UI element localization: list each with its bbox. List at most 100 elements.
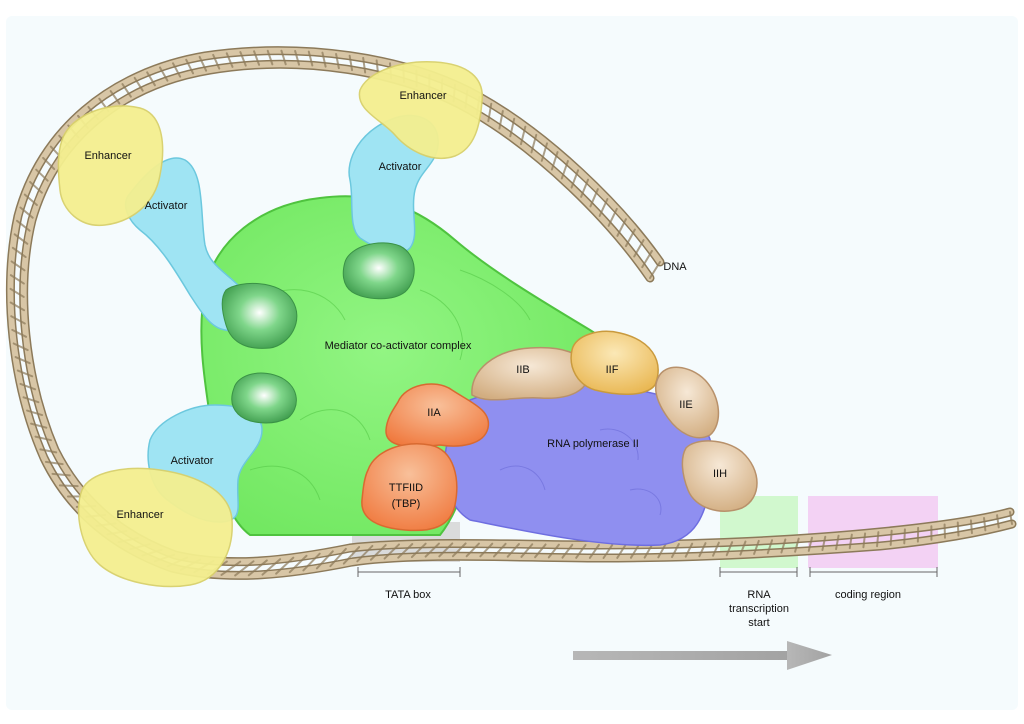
dna-rung	[807, 536, 813, 552]
binding-pocket-bottom	[231, 372, 297, 424]
dna-rung	[9, 301, 26, 312]
dna-rung	[835, 534, 840, 551]
enhancer-top	[358, 61, 484, 160]
dna-rung	[39, 448, 58, 454]
mediator-label: Mediator co-activator complex	[325, 340, 472, 352]
dna-rung	[996, 514, 1000, 529]
dna-rung	[9, 274, 25, 285]
dna-rung	[13, 233, 29, 245]
binding-pocket-left	[221, 282, 298, 349]
tata-box-bracket	[357, 567, 461, 577]
dna-rung	[616, 543, 627, 559]
enhancer-top-left-label: Enhancer	[84, 150, 131, 162]
dna-label: DNA	[663, 261, 687, 273]
dna-rung	[42, 156, 56, 171]
coding-region-bracket	[809, 567, 938, 577]
dna-rung	[410, 542, 427, 559]
dna-rung	[220, 560, 242, 576]
dna-rung	[280, 49, 287, 66]
dna-rung	[253, 50, 261, 66]
iih-factor	[681, 440, 758, 512]
dna-rung	[530, 133, 538, 154]
dna-rung	[234, 560, 255, 577]
dna-rung	[780, 538, 787, 554]
dna-rung	[348, 54, 354, 72]
dna-rung	[58, 484, 79, 488]
dna-rung	[383, 543, 401, 560]
dna-rung	[329, 547, 347, 568]
dna-rung	[294, 49, 301, 66]
dna-rung	[602, 543, 614, 559]
dna-rung	[109, 90, 121, 105]
dna-rung	[307, 50, 314, 67]
dna-rung	[19, 382, 37, 391]
dna-rung	[335, 52, 340, 70]
enhancer-top-left	[57, 105, 164, 226]
ttfiid-label-line1: TTFIID	[389, 482, 423, 494]
dna-rung	[9, 287, 25, 298]
dna-rung	[10, 260, 26, 272]
dna-rung	[266, 49, 274, 66]
dna-rung	[560, 160, 569, 180]
dna-rung	[14, 356, 31, 365]
dna-rung	[657, 543, 667, 559]
dna-rung	[288, 554, 308, 574]
rna-start-label-line3: start	[748, 617, 769, 629]
dna-rung	[509, 117, 516, 138]
dna-rung	[479, 542, 494, 558]
dna-rung	[44, 460, 64, 466]
dna-rung	[321, 51, 327, 68]
dna-rung	[534, 543, 547, 559]
dna-rung	[766, 539, 774, 555]
dna-rung	[362, 56, 367, 74]
activator-top-label: Activator	[379, 161, 422, 173]
dna-rung	[821, 535, 827, 552]
ttfiid-factor	[361, 443, 458, 532]
dna-rung	[342, 546, 361, 565]
iif-factor	[570, 330, 659, 396]
dna-rung	[356, 544, 374, 563]
dna-rung	[30, 422, 48, 429]
dna-rung	[889, 529, 893, 546]
ttfiid-label-line2: (TBP)	[392, 498, 421, 510]
dna-rung	[438, 542, 454, 558]
transcription-direction-arrow	[573, 641, 832, 670]
dna-rung	[520, 543, 534, 558]
dna-rung	[570, 169, 580, 189]
dna-rung	[302, 552, 321, 572]
enhancer-bottom	[77, 467, 233, 588]
dna-rung	[862, 532, 867, 549]
dna-rung	[146, 71, 156, 87]
dna-rung	[956, 521, 960, 537]
dna-rung	[225, 52, 234, 68]
dna-rung	[369, 544, 387, 561]
dna-rung	[589, 188, 599, 208]
dna-rung	[424, 542, 440, 558]
dna-rung	[848, 533, 853, 550]
dna-rung	[212, 53, 221, 70]
iif-label: IIF	[606, 364, 619, 376]
dna-rung	[629, 543, 640, 559]
iib-label: IIB	[516, 364, 529, 376]
dna-rung	[616, 218, 627, 237]
dna-rung	[624, 228, 636, 248]
dna-helix	[5, 46, 1017, 580]
dna-rung	[684, 542, 694, 558]
dna-rung	[29, 180, 43, 194]
rna-start-label-line2: transcription	[729, 603, 789, 615]
dna-rung	[185, 58, 195, 75]
dna-rung	[550, 151, 559, 171]
activator-left-label: Activator	[145, 200, 188, 212]
dna-rung	[10, 315, 26, 325]
dna-rung	[698, 542, 707, 558]
dna-rung	[903, 528, 906, 545]
dna-rung	[983, 516, 987, 532]
dna-rung	[133, 76, 144, 92]
dna-rung	[11, 246, 27, 259]
dna-rung	[1009, 511, 1013, 525]
dna-rung	[649, 261, 661, 279]
dna-rung	[198, 55, 208, 72]
dna-rung	[11, 328, 28, 338]
iie-factor	[654, 366, 720, 439]
